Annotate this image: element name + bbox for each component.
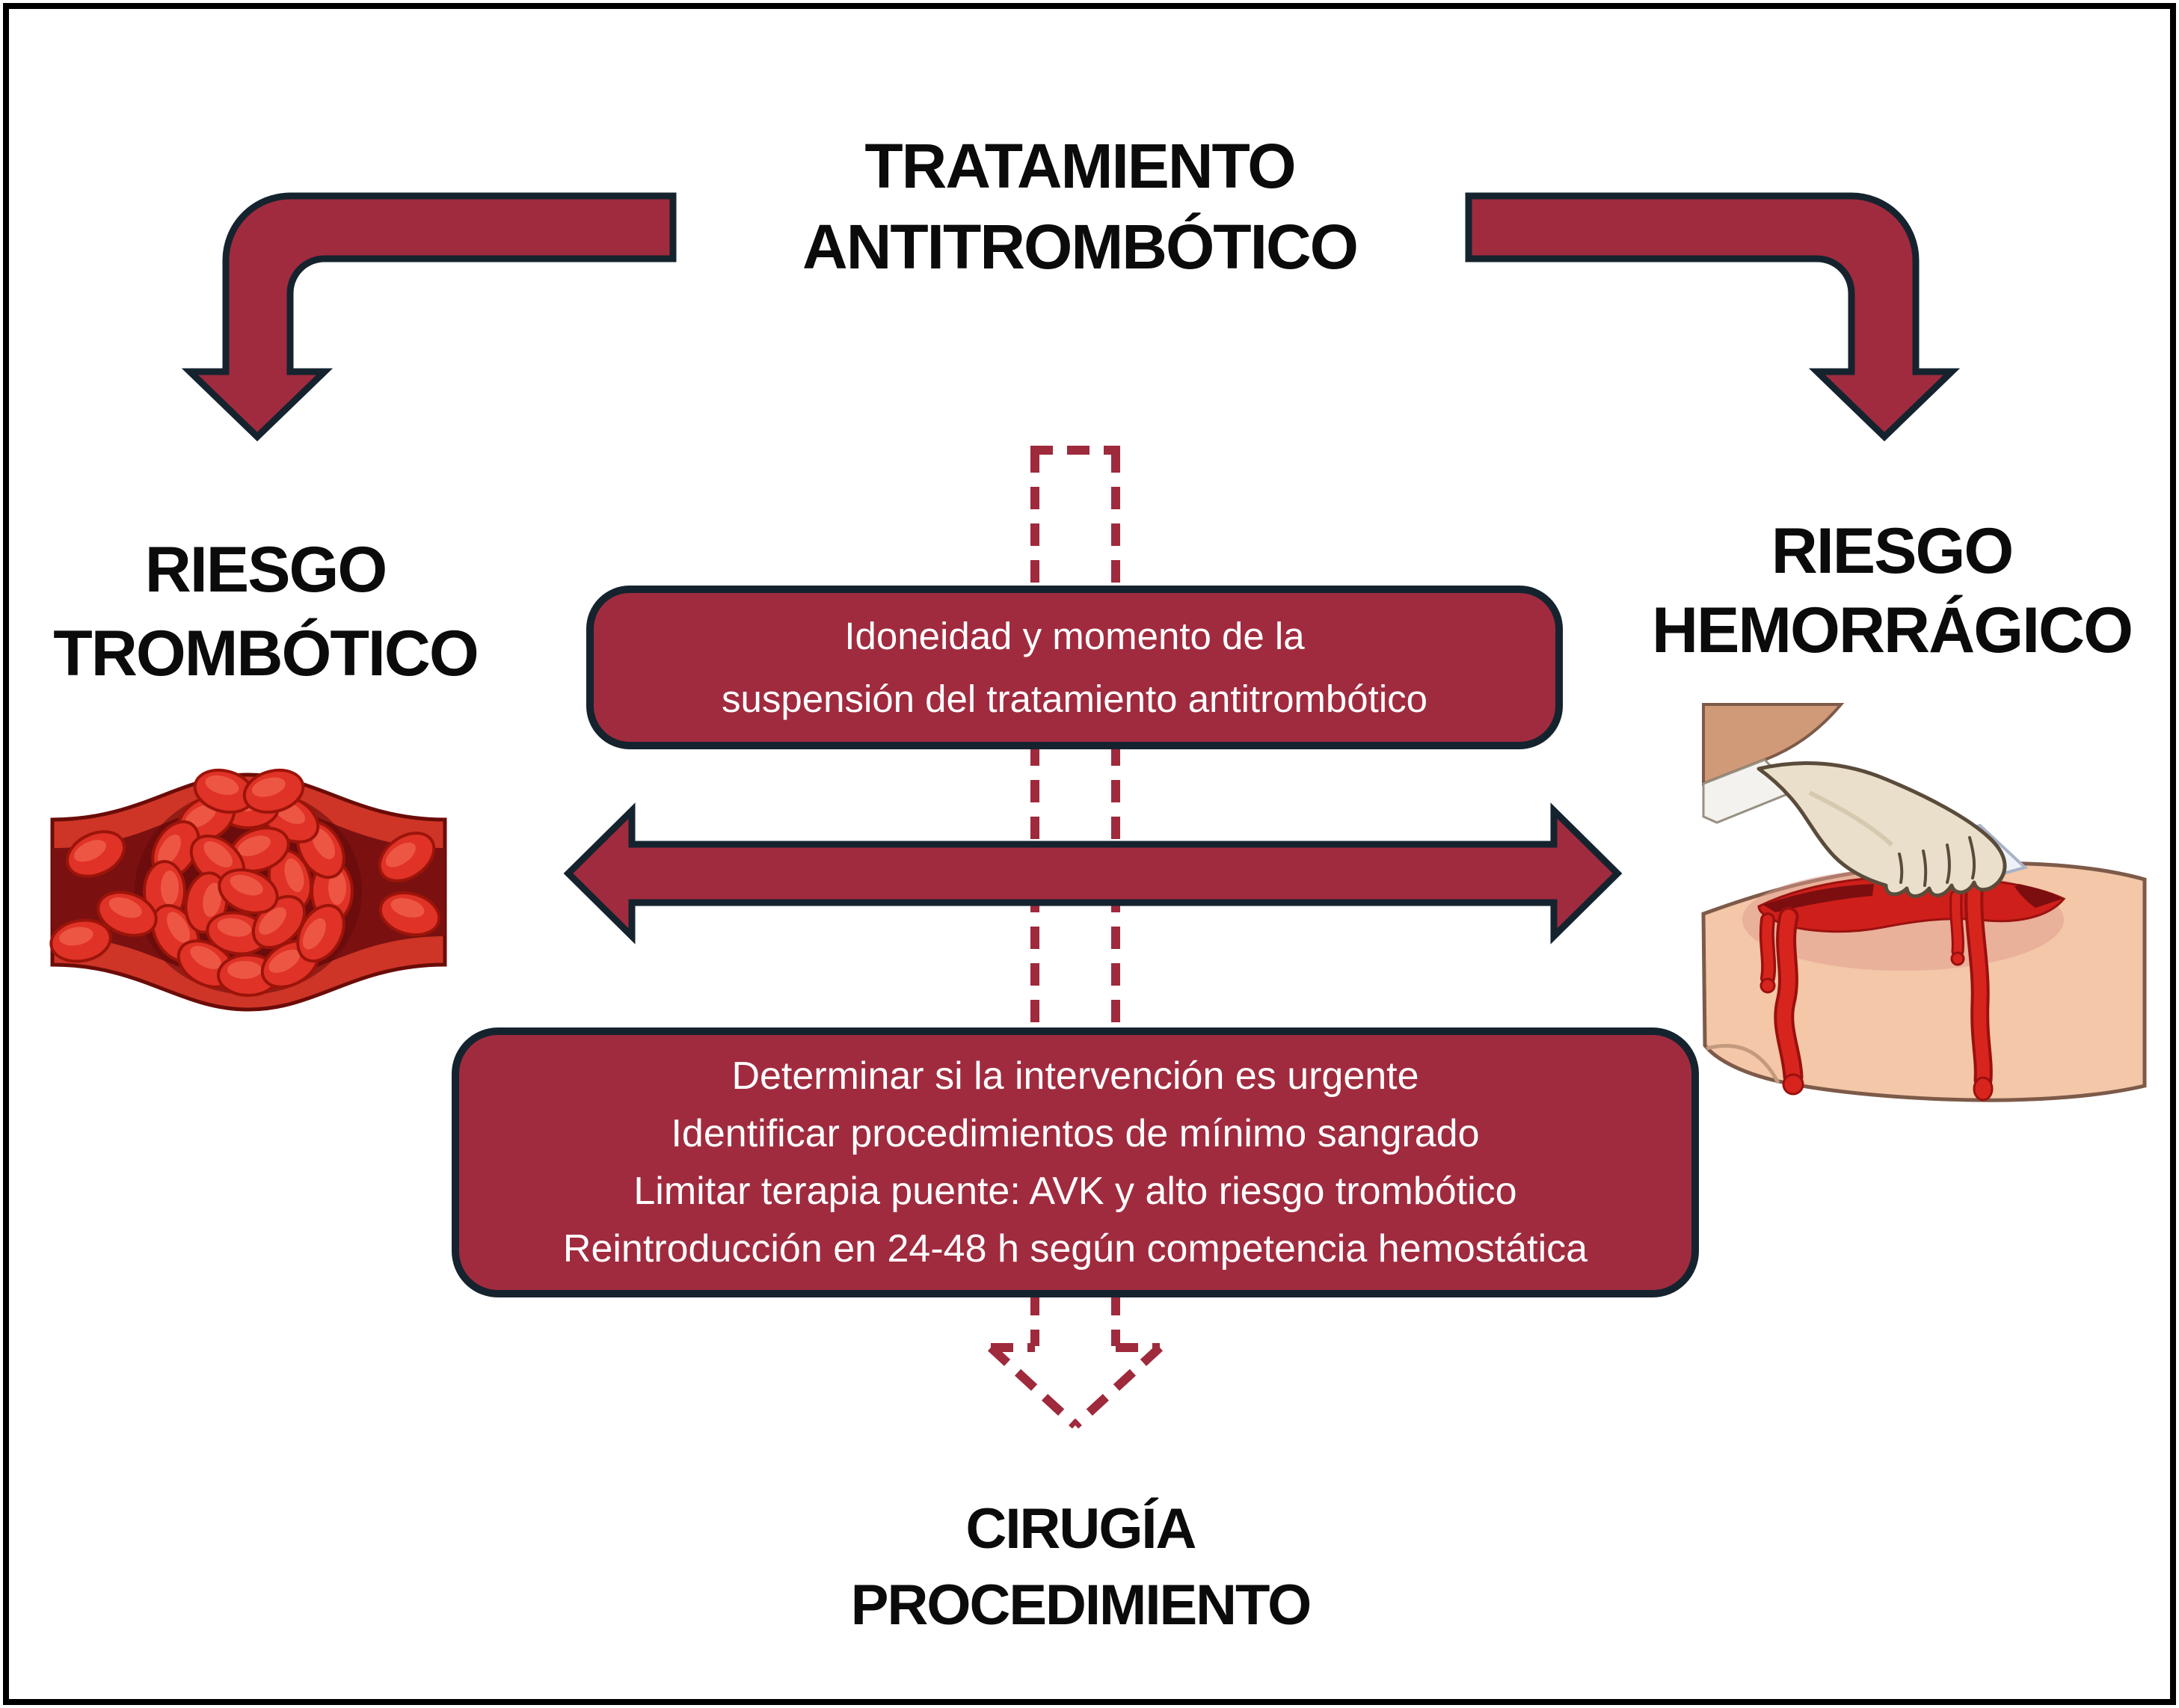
surgery-procedure-label: CIRUGÍA PROCEDIMIENTO <box>707 1491 1454 1644</box>
suitability-box-line-2: suspensión del tratamiento antitrombótic… <box>721 677 1428 720</box>
elbow-arrow-left-icon <box>181 192 677 442</box>
title-line-1: TRATAMIENTO <box>864 131 1296 201</box>
page-title: TRATAMIENTO ANTITROMBÓTICO <box>556 126 1603 287</box>
strategy-box-line-2: Identificar procedimientos de mínimo san… <box>671 1111 1480 1155</box>
strategy-box: Determinar si la intervención es urgente… <box>452 1027 1699 1297</box>
suitability-box: Idoneidad y momento de la suspensión del… <box>586 586 1563 749</box>
hemorrhagic-risk-line-1: RIESGO <box>1771 515 2014 587</box>
thrombotic-risk-line-1: RIESGO <box>144 534 388 606</box>
bleeding-wound-illustration <box>1701 703 2147 1102</box>
hemorrhagic-risk-label: RIESGO HEMORRÁGICO <box>1630 512 2154 670</box>
surgery-line-1: CIRUGÍA <box>965 1497 1197 1561</box>
hemorrhagic-risk-line-2: HEMORRÁGICO <box>1651 595 2133 666</box>
blood-clot-illustration <box>46 762 447 1012</box>
strategy-box-line-4: Reintroducción en 24-48 h según competen… <box>562 1226 1588 1271</box>
thrombotic-risk-line-2: TROMBÓTICO <box>53 618 479 689</box>
title-line-2: ANTITROMBÓTICO <box>802 212 1359 282</box>
strategy-box-line-1: Determinar si la intervención es urgente <box>731 1054 1419 1098</box>
thrombotic-risk-label: RIESGO TROMBÓTICO <box>4 528 527 695</box>
elbow-arrow-right-icon <box>1465 192 1961 442</box>
surgery-line-2: PROCEDIMIENTO <box>850 1573 1312 1637</box>
strategy-box-line-3: Limitar terapia puente: AVK y alto riesg… <box>633 1169 1517 1213</box>
bidirectional-arrow-icon <box>563 802 1623 944</box>
suitability-box-line-1: Idoneidad y momento de la <box>844 614 1305 657</box>
